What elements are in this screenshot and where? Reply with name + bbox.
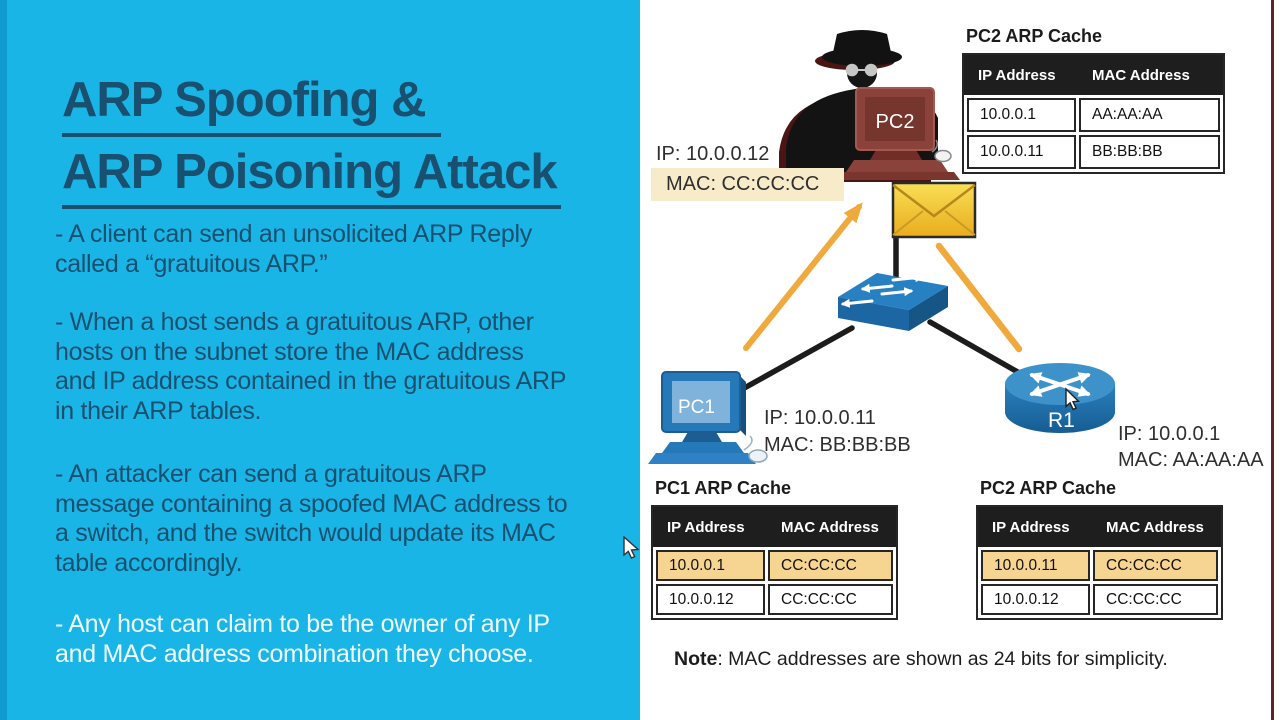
cell-mac: CC:CC:CC — [768, 550, 893, 581]
link-switch-pc1 — [736, 325, 855, 394]
pc1-mouse-icon — [748, 449, 768, 463]
note-text: Note: MAC addresses are shown as 24 bits… — [674, 648, 1168, 671]
cell-ip: 10.0.0.11 — [967, 135, 1076, 169]
cell-ip: 10.0.0.11 — [981, 550, 1090, 581]
header-mac: MAC Address — [781, 518, 879, 536]
pc2-label: PC2 — [876, 111, 915, 133]
envelope-icon — [891, 181, 977, 239]
cell-ip: 10.0.0.1 — [967, 98, 1076, 132]
table-title: PC2 ARP Cache — [980, 478, 1117, 498]
bullet-any-host: - Any host can claim to be the owner of … — [55, 610, 550, 668]
pc2-mouse-icon — [934, 149, 952, 163]
header-mac: MAC Address — [1106, 518, 1204, 536]
table-header-row: IP Address MAC Address — [978, 507, 1221, 547]
pc1-label: PC1 — [678, 397, 715, 418]
pc1-computer-icon: PC1 — [648, 371, 768, 464]
header-mac: MAC Address — [1092, 66, 1190, 84]
table-title: PC2 ARP Cache — [966, 26, 1103, 46]
attacker-ip-label: IP: 10.0.0.12 — [656, 143, 770, 165]
arrow-pc1-to-attacker — [743, 202, 863, 351]
pc2-arp-cache-table-top: PC2 ARP Cache IP Address MAC Address 10.… — [962, 26, 1225, 174]
table-row: 10.0.0.11 BB:BB:BB — [967, 135, 1220, 169]
r1-mac-label: MAC: AA:AA:AA — [1118, 449, 1264, 471]
cell-mac: CC:CC:CC — [1093, 550, 1218, 581]
slide-title-line1: ARP Spoofing & — [62, 74, 442, 137]
cell-mac: AA:AA:AA — [1079, 98, 1220, 132]
bullet-attacker-spoof: - An attacker can send a gratuitous ARP … — [55, 460, 568, 577]
note-bold: Note — [674, 648, 718, 670]
table-row-poisoned: 10.0.0.11 CC:CC:CC — [981, 550, 1218, 581]
arrow-envelope-to-r1 — [935, 242, 1023, 353]
cell-ip: 10.0.0.1 — [656, 550, 765, 581]
table-row: 10.0.0.12 CC:CC:CC — [656, 584, 893, 615]
cell-mac: CC:CC:CC — [768, 584, 893, 615]
switch-icon — [838, 273, 948, 331]
table-header-row: IP Address MAC Address — [653, 507, 896, 547]
arp-arrows — [743, 202, 1023, 353]
router-icon: R1 — [1005, 363, 1115, 433]
cell-mac: CC:CC:CC — [1093, 584, 1218, 615]
table-row: 10.0.0.1 AA:AA:AA — [967, 98, 1220, 132]
table-row-poisoned: 10.0.0.1 CC:CC:CC — [656, 550, 893, 581]
pc1-mac-label: MAC: BB:BB:BB — [764, 434, 911, 456]
attacker-mac-label: MAC: CC:CC:CC — [651, 168, 844, 201]
network-diagram: PC2 PC1 — [648, 30, 1115, 464]
cell-ip: 10.0.0.12 — [981, 584, 1090, 615]
attacker-glasses-icon — [845, 63, 878, 77]
pc1-ip-label: IP: 10.0.0.11 — [764, 407, 876, 429]
mouse-cursor-r1 — [1065, 387, 1081, 411]
header-ip: IP Address — [992, 518, 1070, 536]
text-panel: ARP Spoofing & ARP Poisoning Attack - A … — [0, 0, 640, 720]
table-row: 10.0.0.12 CC:CC:CC — [981, 584, 1218, 615]
r1-ip-label: IP: 10.0.0.1 — [1118, 423, 1221, 445]
pc2-computer-icon: PC2 — [834, 87, 960, 180]
bullet-host-stores: - When a host sends a gratuitous ARP, ot… — [55, 308, 567, 425]
cell-ip: 10.0.0.12 — [656, 584, 765, 615]
table-title: PC1 ARP Cache — [655, 478, 792, 498]
header-ip: IP Address — [978, 66, 1056, 84]
video-edge-line — [1271, 0, 1274, 720]
r1-label: R1 — [1048, 409, 1075, 432]
panel-edge-strip — [0, 0, 7, 720]
table-header-row: IP Address MAC Address — [964, 55, 1223, 95]
slide-title-line2: ARP Poisoning Attack — [62, 146, 561, 209]
cell-mac: BB:BB:BB — [1079, 135, 1220, 169]
note-rest: : MAC addresses are shown as 24 bits for… — [717, 648, 1168, 670]
mouse-cursor — [623, 536, 640, 559]
pc2-arp-cache-table-bottom: PC2 ARP Cache IP Address MAC Address 10.… — [976, 478, 1223, 620]
header-ip: IP Address — [667, 518, 745, 536]
bullet-gratuitous-arp: - A client can send an unsolicited ARP R… — [55, 220, 532, 278]
pc1-arp-cache-table: PC1 ARP Cache IP Address MAC Address 10.… — [651, 478, 898, 620]
